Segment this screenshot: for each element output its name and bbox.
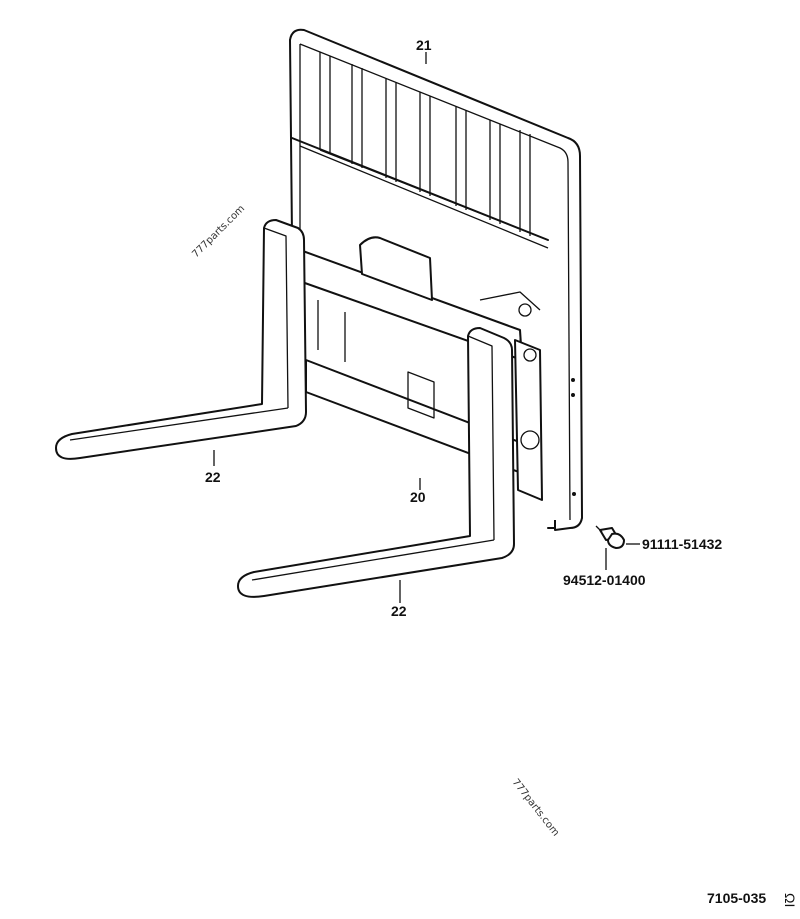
label-fork-left: 22 (205, 469, 221, 485)
watermark-top: 777parts.com (190, 203, 247, 260)
label-bolt: 91111-51432 (642, 536, 722, 552)
side-mark: ΩΙ (782, 893, 798, 907)
label-frame: 21 (416, 37, 432, 53)
leader-lines (213, 52, 640, 603)
label-fork-right: 22 (391, 603, 407, 619)
bolt-icon (595, 525, 625, 549)
watermark-bottom: 777parts.com (510, 777, 561, 838)
label-washer: 94512-01400 (563, 572, 646, 588)
label-carriage: 20 (410, 489, 426, 505)
fork-right (237, 327, 515, 598)
fork-left (55, 219, 307, 460)
drawing-code: 7105-035 (707, 890, 766, 906)
